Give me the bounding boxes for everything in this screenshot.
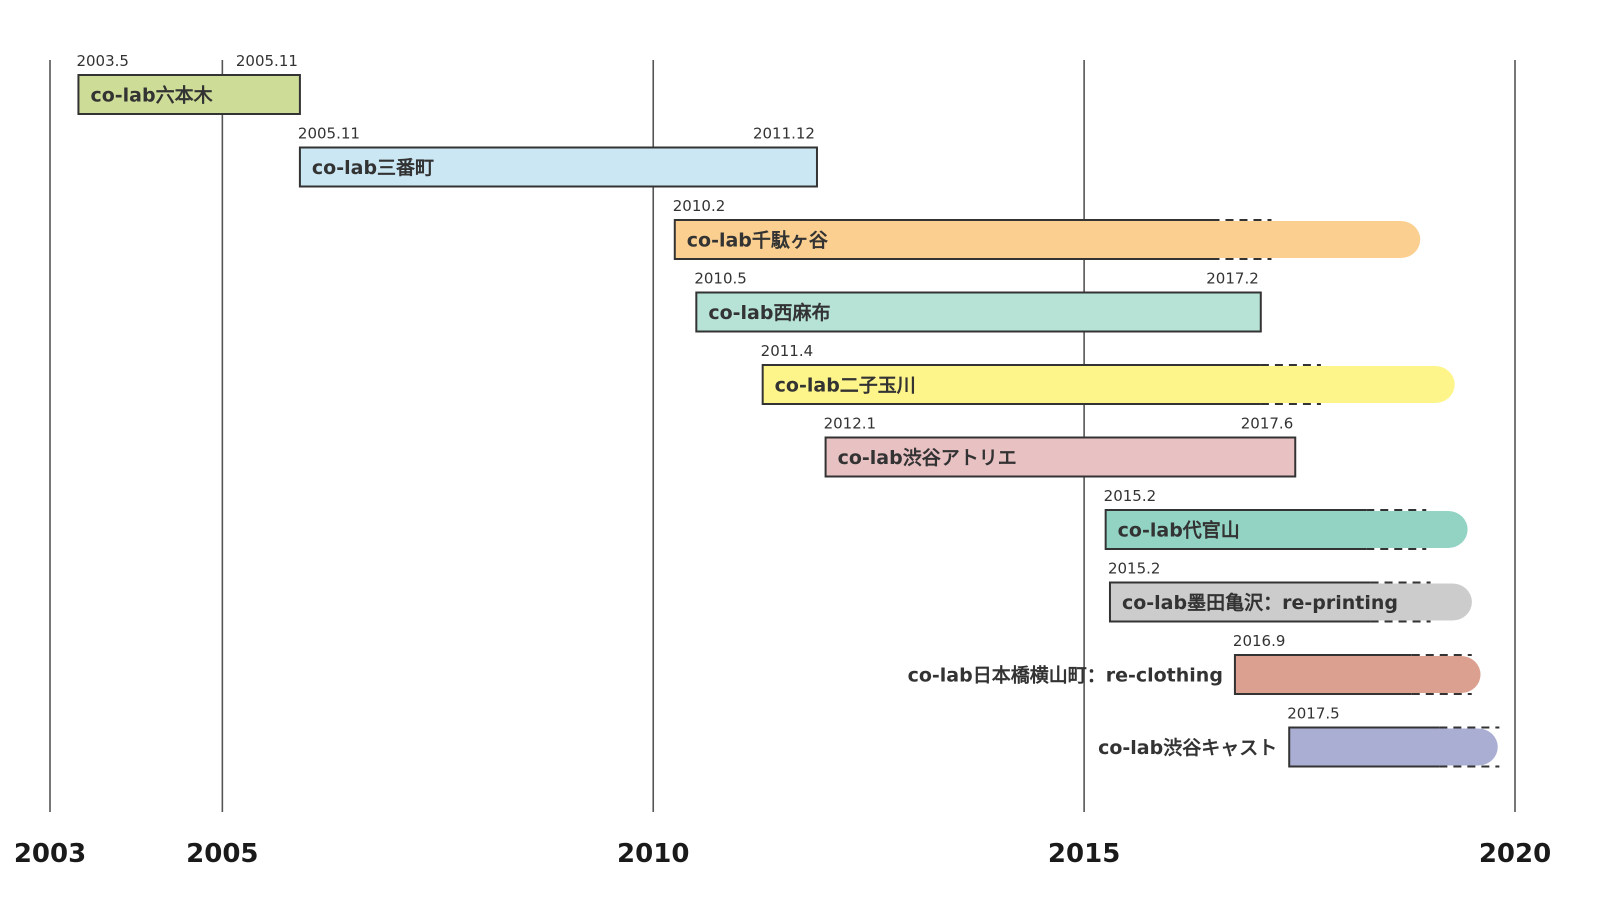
bar-group-8 bbox=[1233, 654, 1481, 695]
bar-group-9 bbox=[1288, 726, 1500, 768]
bar-4 bbox=[762, 366, 1455, 403]
x-tick-label-2015: 2015 bbox=[1048, 839, 1120, 869]
bar-outline-2 bbox=[673, 219, 1212, 260]
bar-label-3: co-lab西麻布 bbox=[708, 301, 830, 324]
bar-3 bbox=[695, 291, 1262, 333]
x-tick-label-2010: 2010 bbox=[617, 839, 689, 869]
bar-6 bbox=[1105, 511, 1468, 548]
bar-group-1 bbox=[298, 146, 818, 188]
bar-label-7: co-lab墨田亀沢：re-printing bbox=[1122, 591, 1398, 614]
bar-group-0 bbox=[77, 74, 301, 115]
bar-left-square-9 bbox=[1289, 728, 1330, 766]
bar-group-2 bbox=[673, 219, 1421, 260]
bar-outline-7 bbox=[1108, 581, 1371, 623]
bar-outline-8 bbox=[1233, 654, 1412, 695]
bar-outline-6 bbox=[1104, 509, 1367, 550]
bar-0 bbox=[77, 74, 301, 115]
bar-group-4 bbox=[761, 364, 1455, 405]
end-date-label-1: 2011.12 bbox=[753, 125, 815, 143]
bar-group-6 bbox=[1104, 509, 1468, 550]
bar-label-0: co-lab六本木 bbox=[90, 84, 213, 107]
end-date-label-0: 2005.11 bbox=[236, 52, 298, 70]
bar-8 bbox=[1234, 656, 1481, 693]
bar-left-square-4 bbox=[762, 366, 803, 403]
end-date-label-3: 2017.2 bbox=[1206, 270, 1259, 288]
bar-label-9: co-lab渋谷キャスト bbox=[1098, 736, 1277, 759]
bar-group-5 bbox=[824, 436, 1297, 478]
start-date-label-2: 2010.2 bbox=[673, 197, 726, 215]
start-date-label-9: 2017.5 bbox=[1287, 705, 1340, 723]
x-tick-label-2005: 2005 bbox=[186, 839, 258, 869]
start-date-label-4: 2011.4 bbox=[761, 342, 814, 360]
labels-layer: co-lab六本木 2003.5 2005.11 co-lab三番町 2005.11 20… bbox=[76, 52, 1398, 759]
bar-9 bbox=[1289, 728, 1498, 766]
bar-group-7 bbox=[1108, 581, 1472, 623]
bar-outline-4 bbox=[761, 364, 1261, 405]
bar-label-5: co-lab渋谷アトリエ bbox=[838, 446, 1017, 469]
x-axis: 2003 2005 2010 2015 2020 bbox=[14, 839, 1551, 869]
bars-layer bbox=[77, 74, 1500, 768]
x-tick-label-2020: 2020 bbox=[1479, 839, 1551, 869]
bar-left-square-2 bbox=[674, 221, 715, 258]
bar-2 bbox=[674, 221, 1421, 258]
start-date-label-5: 2012.1 bbox=[824, 415, 877, 433]
start-date-label-0: 2003.5 bbox=[76, 52, 129, 70]
bar-label-1: co-lab三番町 bbox=[312, 157, 434, 179]
bar-label-6: co-lab代官山 bbox=[1118, 519, 1240, 542]
bar-outline-9 bbox=[1288, 726, 1440, 768]
start-date-label-8: 2016.9 bbox=[1233, 632, 1286, 650]
start-date-label-3: 2010.5 bbox=[694, 270, 747, 288]
start-date-label-7: 2015.2 bbox=[1108, 560, 1161, 578]
start-date-label-1: 2005.11 bbox=[298, 125, 360, 143]
bar-left-square-8 bbox=[1234, 656, 1275, 693]
bar-left-square-7 bbox=[1109, 583, 1150, 621]
bar-group-3 bbox=[695, 291, 1262, 333]
x-tick-label-2003: 2003 bbox=[14, 839, 86, 869]
start-date-label-6: 2015.2 bbox=[1104, 487, 1157, 505]
bar-1 bbox=[298, 146, 818, 188]
bar-7 bbox=[1109, 583, 1472, 621]
end-date-label-5: 2017.6 bbox=[1241, 415, 1294, 433]
bar-label-2: co-lab千駄ヶ谷 bbox=[687, 229, 829, 252]
bar-label-4: co-lab二子玉川 bbox=[775, 375, 916, 397]
bar-label-8: co-lab日本橋横山町：re-clothing bbox=[908, 664, 1223, 687]
bar-left-square-6 bbox=[1105, 511, 1146, 548]
bar-5 bbox=[824, 436, 1297, 478]
